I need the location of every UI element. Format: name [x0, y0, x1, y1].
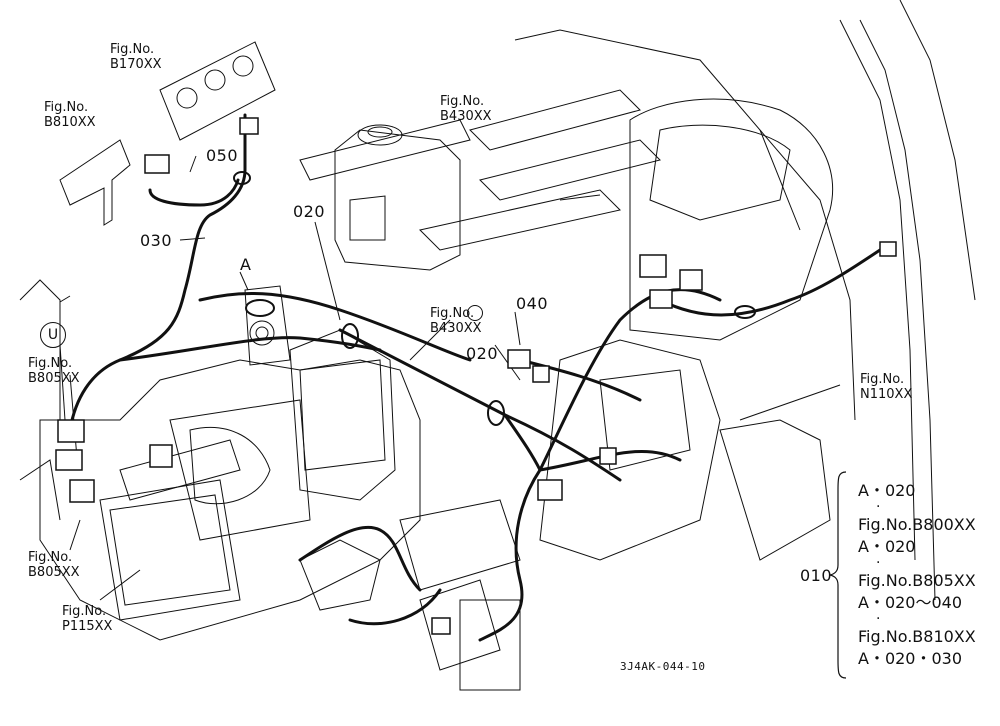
- fig-label-n110: Fig.No. N110XX: [860, 372, 912, 402]
- part-020-top: 020: [293, 202, 326, 221]
- legend-line-6: Fig.No.B810XX: [858, 627, 976, 646]
- fig-label-b805-left-line2: B805XX: [28, 371, 80, 386]
- fig-label-p115: Fig.No. P115XX: [62, 604, 112, 634]
- legend-separator-2: ·: [876, 555, 881, 571]
- legend-separator-1: ·: [876, 499, 881, 515]
- legend-line-3: A・020: [858, 537, 916, 556]
- fig-label-b810-line1: Fig.No.: [44, 100, 89, 115]
- circle-u-marker: U: [40, 322, 66, 348]
- fig-label-p115-line2: P115XX: [62, 619, 113, 634]
- fig-label-b810-line2: B810XX: [44, 115, 96, 130]
- fig-label-b810: Fig.No. B810XX: [44, 100, 96, 130]
- fig-label-p115-line1: Fig.No.: [62, 604, 107, 619]
- part-a: A: [240, 255, 252, 274]
- legend-line-5: A・020～040: [858, 593, 963, 612]
- fig-label-b170-line2: B170XX: [110, 57, 162, 72]
- legend-line-2: Fig.No.B800XX: [858, 515, 976, 534]
- fig-label-n110-line1: Fig.No.: [860, 372, 905, 387]
- legend-separator-3: ·: [876, 611, 881, 627]
- fig-label-b430-mid-line1: Fig.No.: [430, 306, 475, 321]
- legend-line-4: Fig.No.B805XX: [858, 571, 976, 590]
- legend-list: A・020 · Fig.No.B800XX A・020 · Fig.No.B80…: [846, 470, 996, 680]
- fig-label-b430-top: Fig.No. B430XX: [440, 94, 492, 124]
- part-040: 040: [516, 294, 549, 313]
- legend-line-7: A・020・030: [858, 649, 963, 668]
- reference-circle: [467, 305, 483, 321]
- fig-label-b170: Fig.No. B170XX: [110, 42, 162, 72]
- fig-label-b430-mid: Fig.No. B430XX: [430, 306, 482, 336]
- fig-label-b170-line1: Fig.No.: [110, 42, 155, 57]
- fig-label-b805-left: Fig.No. B805XX: [28, 356, 80, 386]
- fig-label-b805-bottom: Fig.No. B805XX: [28, 550, 80, 580]
- legend-brace: [830, 471, 847, 679]
- fig-label-b430-top-line1: Fig.No.: [440, 94, 485, 109]
- fig-label-b805-left-line1: Fig.No.: [28, 356, 73, 371]
- fig-label-b805-bottom-line1: Fig.No.: [28, 550, 73, 565]
- legend-line-1: A・020: [858, 481, 916, 500]
- fig-label-b805-bottom-line2: B805XX: [28, 565, 80, 580]
- fig-label-b430-mid-line2: B430XX: [430, 321, 482, 336]
- fig-label-b430-top-line2: B430XX: [440, 109, 492, 124]
- part-030: 030: [140, 231, 173, 250]
- legend-part-010: 010: [800, 566, 833, 585]
- part-050: 050: [206, 146, 239, 165]
- part-020-mid: 020: [466, 344, 499, 363]
- fig-label-n110-line2: N110XX: [860, 387, 913, 402]
- drawing-code: 3J4AK-044-10: [620, 660, 706, 673]
